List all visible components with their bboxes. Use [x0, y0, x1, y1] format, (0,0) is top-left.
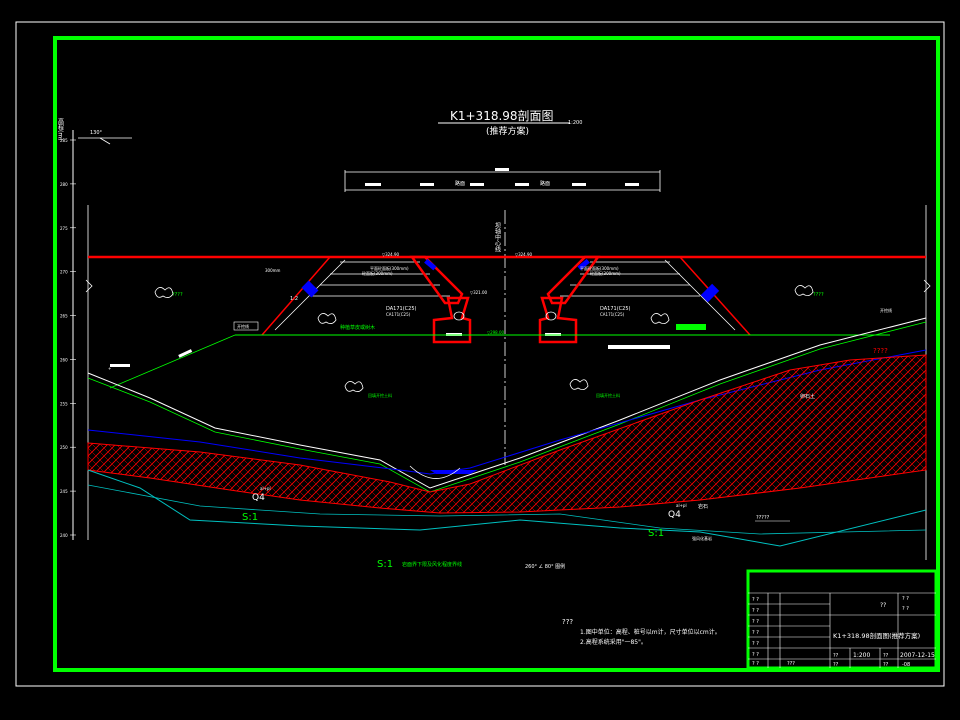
left-embankment: ▽324.90 平面砼面板(300mm) 砼面板(300mm) 300mm ▽3…: [233, 252, 488, 344]
elevation-axis-label: 高程(m): [57, 117, 64, 140]
layer-label-r3: DA171(C25): [600, 306, 631, 312]
elev-tick-label: 240: [60, 533, 68, 538]
left-top-tag: 开挖线: [237, 323, 249, 329]
tb-row-3: ? ?: [752, 619, 759, 625]
drawing-frame: [53, 36, 940, 672]
notes-title: ???: [562, 618, 573, 626]
elev-tick-label: 250: [60, 445, 68, 450]
elev-tick-label: 260: [60, 357, 68, 362]
tb-bottom-left: ???: [787, 661, 795, 667]
tb-scale-label: ??: [833, 653, 839, 659]
sl-left: S:1: [242, 512, 258, 523]
layer-label-r1: 平面砼面板(300mm): [580, 265, 619, 271]
layer-label-4: ▽321.00: [470, 290, 488, 295]
terrain-lines: [87, 317, 927, 547]
layer-label-6: CA171(C25): [386, 312, 411, 317]
rock-label: 岩石: [698, 503, 708, 510]
rock-tag: ?????: [756, 515, 770, 521]
layer-label-r4: CA171(C25): [600, 312, 625, 317]
elev-tick-label: 270: [60, 270, 68, 275]
elev-tick-label: 255: [60, 401, 68, 406]
elev-tick-label: 285: [60, 138, 68, 143]
tb-row-6: ? ?: [752, 652, 759, 658]
legend-sl: S:1: [377, 559, 393, 570]
right-top-tag: 开挖线: [880, 307, 892, 313]
elevation-ticks: 285 280 275 270 265 260 255 250 245 240: [60, 138, 76, 538]
right-region-label: ????: [813, 292, 824, 298]
title-block: ? ? ? ? ? ? ? ? ? ? ? ? ? ? ?? ? ? ? ? K…: [746, 569, 938, 670]
tb-company: ??: [880, 602, 886, 609]
elev-tick-label: 265: [60, 314, 68, 319]
scale-note: 1:200: [568, 120, 582, 126]
sl-right: S:1: [648, 528, 664, 539]
tb-row-2: ? ?: [752, 608, 759, 614]
tb-row-1: ? ?: [752, 597, 759, 603]
drawing-subtitle: (推荐方案): [486, 125, 529, 137]
tb-row-5: ? ?: [752, 641, 759, 647]
right-embankment: ▽324.90 平面砼面板(300mm) 砼面板(300mm) DA171(C2…: [515, 252, 892, 344]
elev-tick-label: 275: [60, 226, 68, 231]
elev-tick-label: 280: [60, 182, 68, 187]
outer-border: [15, 21, 945, 687]
tb-bottom-3: -08: [902, 662, 910, 668]
bottom-left-region-label: 回填开挖土料: [368, 392, 392, 398]
layer-label-1: 平面砼面板(300mm): [370, 265, 409, 271]
label-top-elev-right: ▽324.90: [515, 252, 533, 257]
label-top-elev-left: ▽324.90: [382, 252, 400, 257]
note-2: 2.高程系统采用"一85"。: [580, 638, 647, 646]
q4-right-sup: al+pl: [676, 503, 687, 508]
grass-symbols: [154, 285, 814, 392]
mid-left-region-label: 种植草皮或树木: [340, 324, 375, 331]
legend-note: 260° ∠ 80° 图例: [525, 563, 565, 570]
slope-tag-left: 1:2: [290, 296, 298, 302]
tb-scale-value: 1:200: [853, 652, 870, 659]
centerline-label: 坝轴中心线: [494, 221, 501, 252]
left-bank-tag: +: [108, 366, 111, 371]
layer-label-5: DA171(C25): [386, 306, 417, 312]
q4-right: Q4: [668, 510, 681, 520]
gravel-label: 卵石土: [800, 393, 815, 400]
bedrock-label: 强风化基岩: [692, 535, 712, 541]
layer-label-r2: 砼面板(300mm): [590, 270, 621, 276]
q4-left-sup: al+pl: [260, 486, 271, 491]
bottom-right-region-label: 回填开挖土料: [596, 392, 620, 398]
tb-drawing-name: K1+318.98剖面图(推荐方案): [833, 631, 920, 640]
drawing-title: K1+318.98剖面图: [450, 109, 554, 123]
tb-bottom-2: ??: [883, 662, 889, 668]
tb-date-label: ??: [883, 653, 889, 659]
elev-tick-label: 245: [60, 489, 68, 494]
crest-dim-left: 路面: [455, 180, 465, 187]
tb-bottom-1: ??: [833, 662, 839, 668]
left-top-label: 130°: [90, 130, 103, 136]
tb-row-7: ? ?: [752, 661, 759, 667]
red-question-label: ????: [873, 347, 888, 355]
note-1: 1.图中单位：高程、桩号以m计，尺寸单位以cm计。: [580, 628, 721, 636]
mid-elevation: ▽298.00: [487, 330, 505, 335]
q4-left: Q4: [252, 493, 265, 503]
tb-header-r1: ? ?: [902, 596, 909, 602]
layer-label-2: 砼面板(300mm): [362, 270, 393, 276]
layer-label-3: 300mm: [265, 268, 281, 273]
legend-text: 岩面界下限及风化程度界线: [402, 561, 462, 568]
left-region-label: ????: [172, 292, 183, 298]
tb-row-4: ? ?: [752, 630, 759, 636]
tb-date-value: 2007-12-15: [900, 652, 935, 659]
crest-dim-right: 路面: [540, 180, 550, 187]
crest-dimension: 路面 路面: [344, 168, 661, 192]
tb-header-r2: ? ?: [902, 606, 909, 612]
